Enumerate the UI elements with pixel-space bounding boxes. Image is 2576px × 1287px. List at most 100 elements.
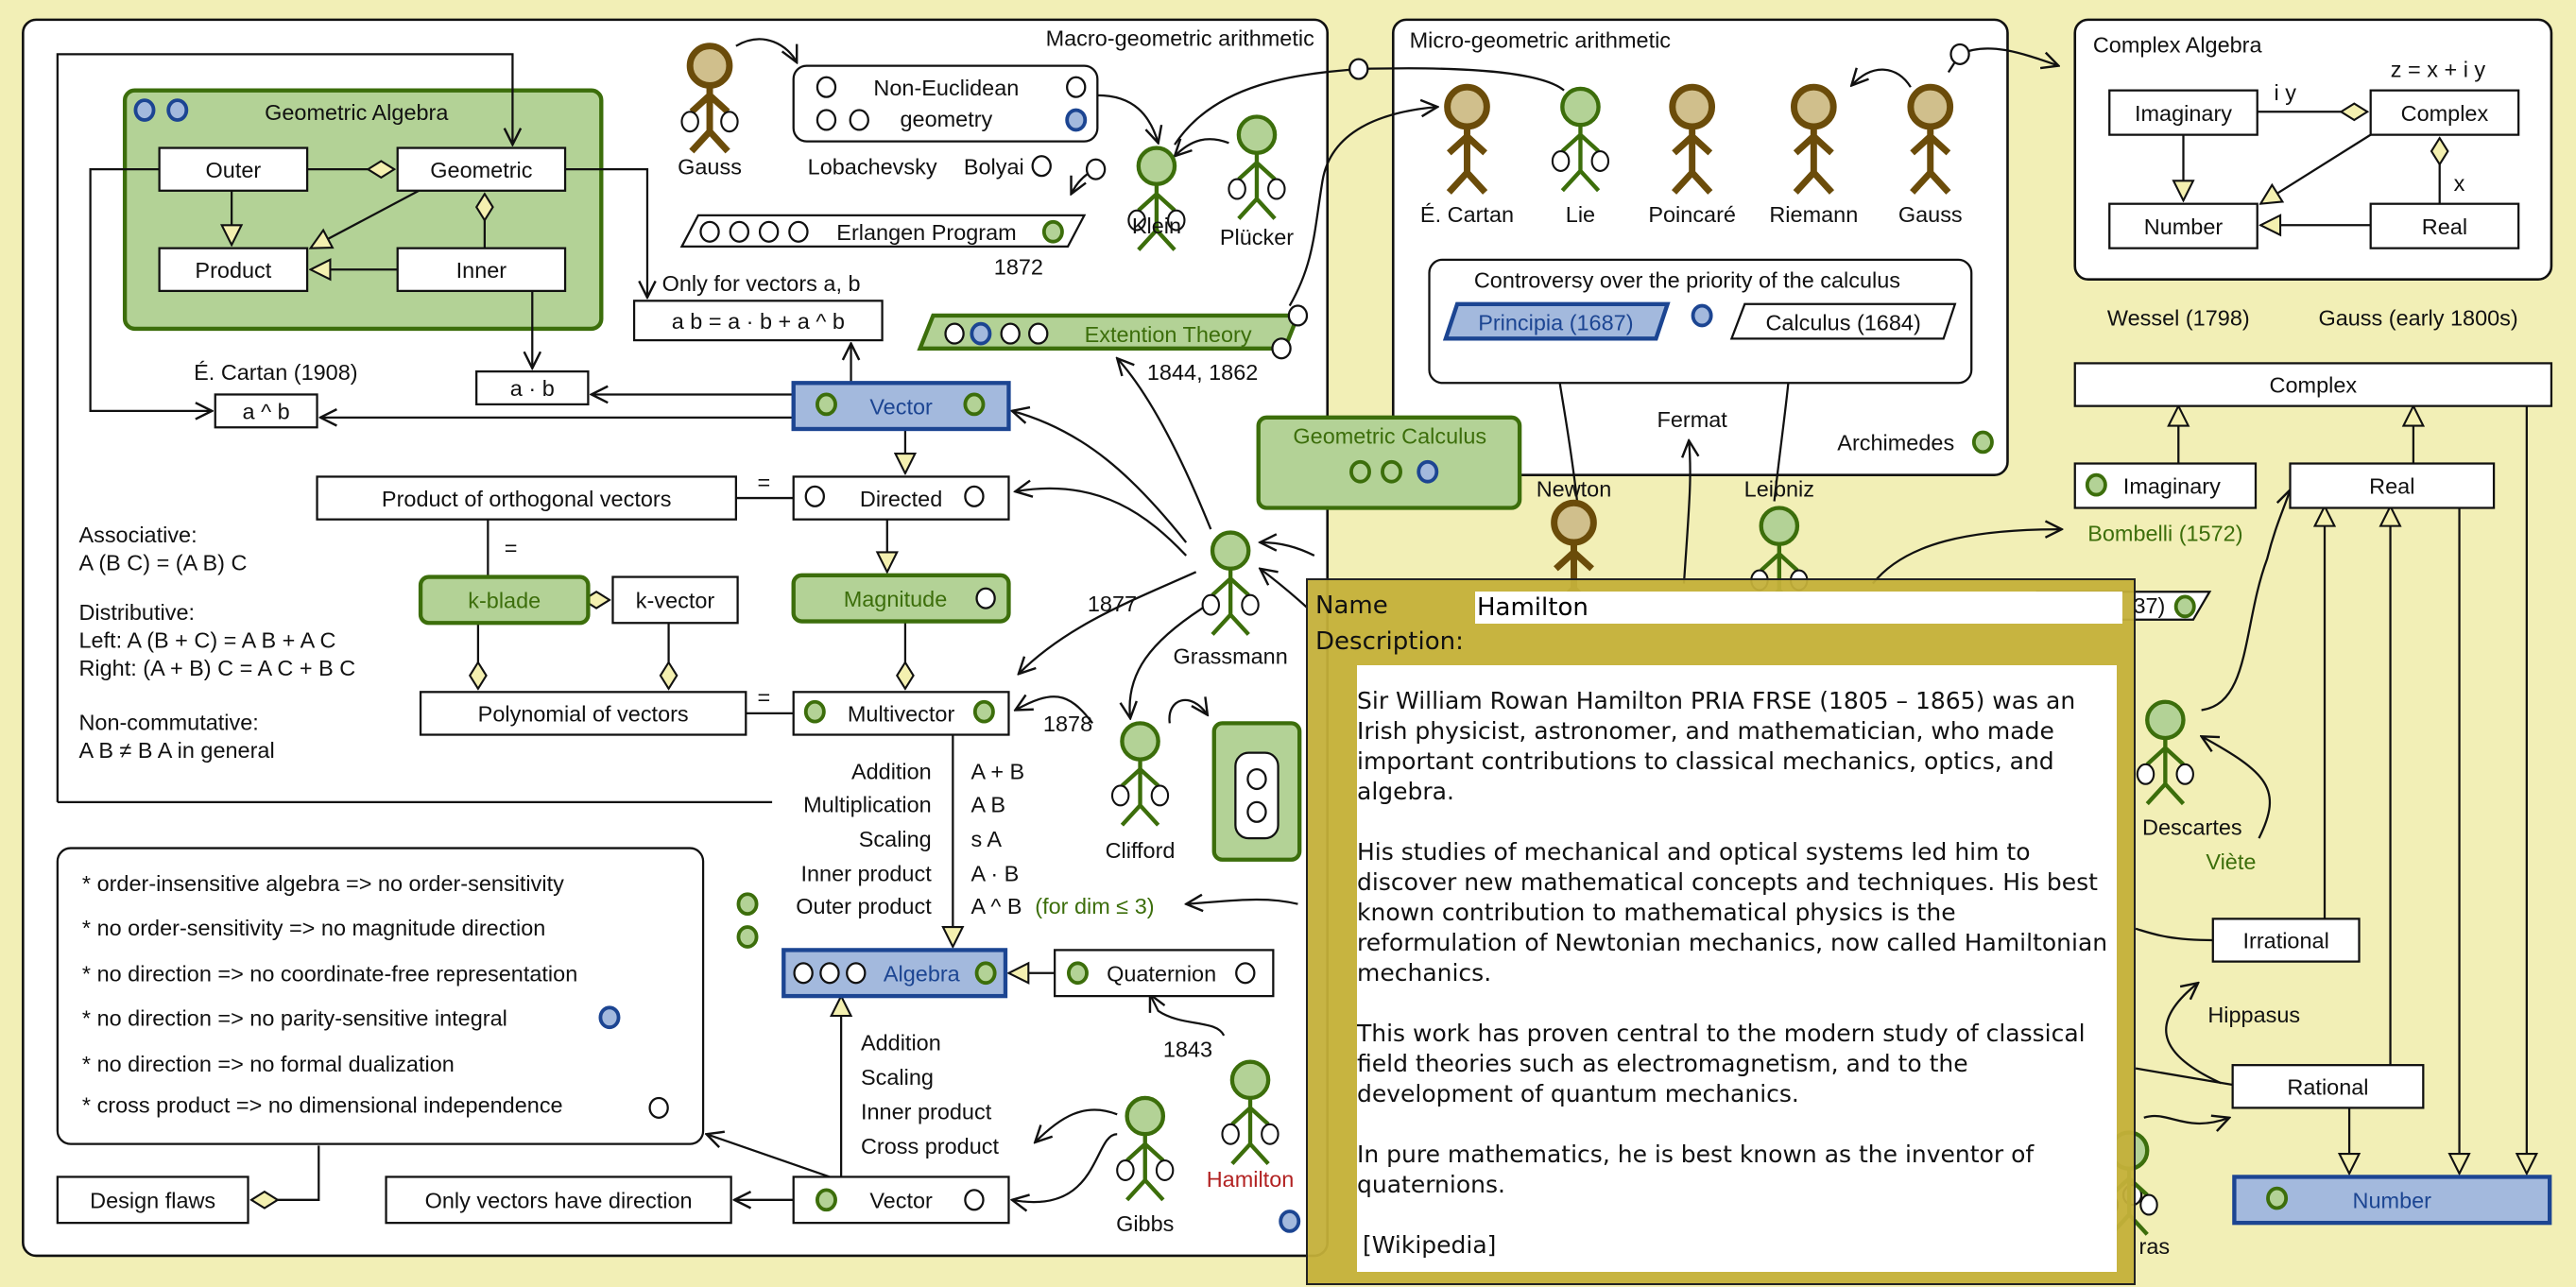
design-flaws-box[interactable] [56, 1175, 249, 1225]
status-circle-empty-icon [819, 962, 840, 985]
status-circle-green-icon [974, 961, 997, 986]
a-dot-b-box[interactable] [475, 369, 590, 406]
actor-3[interactable]: Grassmann [1174, 530, 1288, 669]
principia-box[interactable] [1442, 301, 1671, 341]
k-vector-box-label: k-vector [636, 589, 715, 613]
vector-box-label: Vector [869, 394, 933, 419]
description-textarea[interactable]: Sir William Rowan Hamilton PRIA FRSE (18… [1357, 665, 2117, 1272]
connector-line [1175, 138, 1229, 156]
year-label: 1872 [994, 254, 1043, 279]
ca-real-box[interactable] [2369, 202, 2520, 249]
actor-10[interactable]: Riemann [1769, 83, 1858, 227]
actor-14[interactable]: Descartes [2136, 699, 2242, 840]
status-circle-empty-icon [1590, 149, 1610, 172]
year-label: 1877 [1088, 592, 1137, 616]
actor-7[interactable]: É. Cartan [1420, 83, 1514, 227]
status-circle-empty-icon [1155, 1159, 1175, 1181]
status-circle-empty-icon [1031, 155, 1052, 178]
erlangen-program-box[interactable] [679, 214, 1087, 249]
actor-head-icon [1759, 506, 1800, 546]
connector-line [1851, 70, 1912, 88]
actor-name: Grassmann [1174, 644, 1288, 669]
a-wedge-b-box[interactable] [214, 393, 318, 429]
actor-1[interactable]: Klein [1127, 146, 1186, 251]
connector-line [565, 168, 647, 298]
status-circle-empty-icon [1110, 784, 1130, 807]
complex-box[interactable] [2073, 362, 2553, 407]
k-blade-box[interactable] [418, 575, 591, 626]
ca-number-box[interactable] [2108, 202, 2258, 249]
ca-imaginary-box[interactable] [2108, 89, 2258, 136]
outer-box[interactable] [158, 146, 309, 192]
product-orthogonal-box[interactable] [316, 475, 737, 521]
geometric-algebra-group[interactable] [122, 88, 604, 332]
connector-line [1015, 489, 1188, 557]
operation-form: s A [970, 827, 1002, 851]
connector-line [2143, 1116, 2229, 1124]
element-properties-dialog[interactable]: Name Description: Sir William Rowan Hami… [1306, 578, 2136, 1285]
actor-0[interactable]: Gauss [678, 43, 742, 180]
actor-5[interactable]: Gibbs [1116, 1095, 1175, 1236]
irrational-box[interactable] [2211, 918, 2361, 963]
product-box[interactable] [158, 247, 309, 293]
calculus-box[interactable] [1729, 302, 1957, 340]
actor-2[interactable]: Plücker [1220, 114, 1294, 250]
actor-4[interactable]: Clifford [1106, 721, 1176, 863]
clifford-inner-box[interactable] [1234, 751, 1279, 840]
connector-line [1260, 569, 1309, 609]
status-circle-empty-icon [699, 220, 720, 243]
connector-line [251, 1145, 320, 1199]
actor-name: ras [2139, 1234, 2171, 1259]
actor-6[interactable]: Hamilton [1207, 1059, 1295, 1192]
status-circle-green-icon [2173, 594, 2196, 619]
vector-box-2-label: Vector [869, 1189, 933, 1213]
stick-figure-icon [1793, 126, 1835, 195]
inner-box[interactable] [396, 247, 567, 293]
k-vector-box[interactable] [611, 575, 739, 625]
ca-complex-box[interactable] [2369, 89, 2520, 136]
status-circle-empty-icon [680, 111, 699, 133]
magnitude-box[interactable] [791, 573, 1011, 624]
z-formula-label: z = x + i y [2391, 58, 2486, 82]
name-input[interactable] [1475, 592, 2122, 624]
status-circle-green-icon [1971, 430, 1994, 455]
stick-figure-icon [1120, 759, 1160, 827]
real-box[interactable] [2289, 462, 2496, 509]
law-text: Right: (A + B) C = A C + B C [78, 656, 355, 680]
multivector-box[interactable] [792, 691, 1010, 736]
connector-line [1684, 440, 1691, 584]
actor-8[interactable]: Lie [1551, 86, 1610, 227]
geometric-box[interactable] [396, 146, 567, 192]
only-vectors-direction-box[interactable] [385, 1175, 732, 1225]
erlangen-program-label: Erlangen Program [836, 220, 1016, 245]
status-circle-empty-icon [1116, 1159, 1135, 1181]
iy-label: i y [2275, 80, 2297, 105]
non-euclidean-label: Non-Euclidean [873, 76, 1019, 100]
name-label: Name [1315, 592, 1388, 620]
connector-line [707, 1134, 831, 1178]
ca-complex-box-label: Complex [2401, 101, 2489, 126]
ab-equation-box[interactable] [632, 300, 884, 342]
product-box-label: Product [195, 258, 271, 283]
connector-line [1019, 571, 1197, 674]
law-text: Associative: [78, 523, 197, 547]
connector-line [1012, 1133, 1118, 1202]
rational-box[interactable] [2231, 1064, 2425, 1109]
actor-11[interactable]: Gauss [1898, 83, 1963, 227]
non-euclidean-box[interactable] [792, 64, 1099, 143]
polynomial-box[interactable] [419, 691, 747, 736]
status-circle-empty-icon [1150, 784, 1170, 807]
design-flaws-list[interactable] [56, 847, 705, 1145]
actor-name: Gibbs [1116, 1211, 1174, 1236]
status-circle-empty-icon [964, 485, 985, 507]
gauss-1800s-label: Gauss (early 1800s) [2318, 305, 2517, 330]
operation-name: Multiplication [803, 792, 932, 816]
stick-figure-icon [1125, 1134, 1165, 1202]
actor-head-icon [1125, 1095, 1166, 1137]
status-circle-empty-icon [849, 109, 869, 131]
status-circle-blue-icon [133, 98, 156, 122]
actor-head-icon [686, 43, 733, 89]
status-circle-green-icon [972, 699, 995, 724]
description-paragraph: In pure mathematics, he is best known as… [1357, 1141, 2035, 1198]
actor-9[interactable]: Poincaré [1648, 83, 1736, 227]
